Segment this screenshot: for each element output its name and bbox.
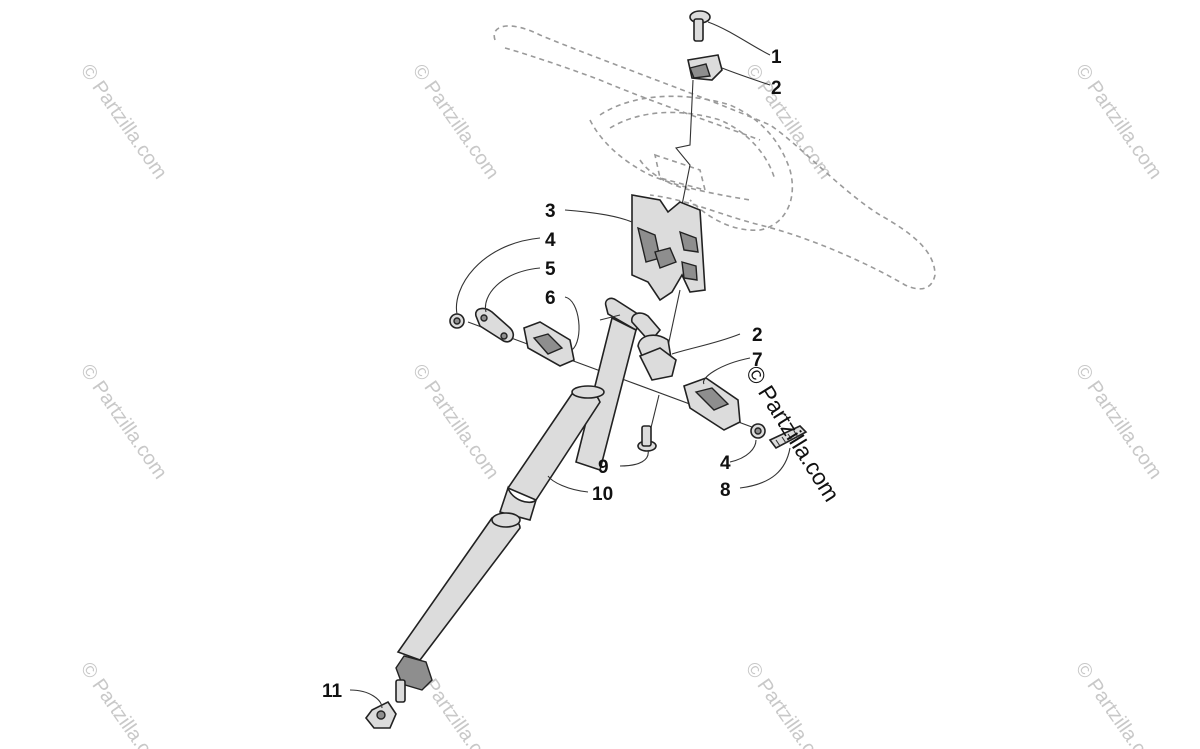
part-1-bolt bbox=[689, 10, 711, 42]
part-6-left-bracket bbox=[523, 321, 575, 367]
watermark: © Partzilla.com bbox=[1071, 658, 1166, 749]
callout-leaders bbox=[349, 21, 791, 709]
watermark: © Partzilla.com bbox=[76, 658, 171, 749]
watermark: © Partzilla.com bbox=[76, 60, 171, 183]
part-4-nut-left bbox=[449, 313, 465, 329]
callout-3: 3 bbox=[545, 201, 556, 222]
watermark: © Partzilla.com bbox=[1071, 360, 1166, 483]
callout-4-left: 4 bbox=[545, 230, 556, 251]
part-5-link-plate bbox=[474, 307, 515, 343]
callout-7: 7 bbox=[752, 350, 763, 371]
callout-labels: 1 2 3 4 5 6 2 7 9 4 8 10 11 bbox=[322, 47, 782, 702]
part-9-bolt bbox=[637, 425, 657, 452]
watermark: © Partzilla.com bbox=[76, 360, 171, 483]
watermark: © Partzilla.com bbox=[408, 60, 503, 183]
callout-8: 8 bbox=[720, 480, 731, 501]
callout-10: 10 bbox=[592, 484, 613, 505]
callout-5: 5 bbox=[545, 259, 556, 280]
callout-1: 1 bbox=[771, 47, 782, 68]
callout-4-right: 4 bbox=[720, 453, 731, 474]
callout-2-lower: 2 bbox=[752, 325, 763, 346]
watermark: © Partzilla.com bbox=[1071, 60, 1166, 183]
part-2-lower-clamp bbox=[638, 347, 677, 381]
callout-2-upper: 2 bbox=[771, 78, 782, 99]
part-7-right-bracket bbox=[683, 377, 741, 431]
part-4-nut-right bbox=[750, 423, 766, 439]
part-8-threaded-bolt bbox=[768, 425, 808, 450]
part-2-upper-clamp bbox=[687, 54, 723, 81]
part-3-riser-block bbox=[631, 194, 706, 302]
watermark-layer: © Partzilla.com © Partzilla.com © Partzi… bbox=[76, 60, 1166, 749]
watermark: © Partzilla.com bbox=[741, 658, 836, 749]
watermark: © Partzilla.com bbox=[408, 360, 503, 483]
part-11-flange-nut bbox=[364, 679, 406, 729]
callout-6: 6 bbox=[545, 288, 556, 309]
callout-9: 9 bbox=[598, 457, 609, 478]
callout-11: 11 bbox=[322, 681, 343, 702]
